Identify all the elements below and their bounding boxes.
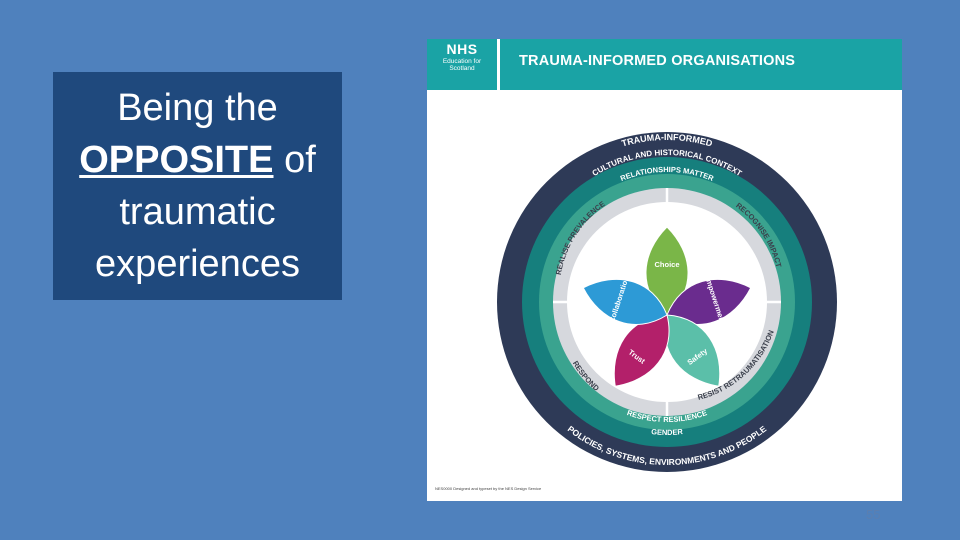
poster-footer: NES0000 Designed and typeset by the NES … xyxy=(435,486,542,491)
petal-shape xyxy=(582,278,668,325)
nhs-logo-icon: NHS Education for Scotland xyxy=(427,39,500,90)
title-prefix: Being the xyxy=(117,87,278,129)
nhs-logo-text: NHS xyxy=(446,41,478,57)
poster-image: NHS Education for Scotland TRAUMA-INFORM… xyxy=(427,39,902,501)
slide-title-box: Being the OPPOSITE of traumatic experien… xyxy=(53,72,342,300)
trauma-informed-diagram: TRAUMA-INFORMED POLICIES, SYSTEMS, ENVIR… xyxy=(497,132,837,472)
petal-group: ChoiceEmpowermentSafetyTrustCollaboratio… xyxy=(582,226,752,387)
petal-collaboration: Collaboration xyxy=(582,275,668,325)
nhs-logo-subtext: Education for Scotland xyxy=(442,58,482,72)
segment-dividers xyxy=(553,188,781,416)
petal-empowerment: Empowerment xyxy=(666,273,752,326)
title-suffix: of traumatic experiences xyxy=(95,139,316,285)
poster-header: NHS Education for Scotland TRAUMA-INFORM… xyxy=(427,39,902,90)
page-number: 55 xyxy=(866,507,881,522)
title-emphasis: OPPOSITE xyxy=(79,139,274,181)
petal-label: Choice xyxy=(654,260,679,269)
slide-title: Being the OPPOSITE of traumatic experien… xyxy=(53,82,342,290)
poster-title: TRAUMA-INFORMED ORGANISATIONS xyxy=(519,53,796,69)
label-gender: GENDER xyxy=(651,427,684,437)
petal-trust: Trust xyxy=(613,314,670,387)
